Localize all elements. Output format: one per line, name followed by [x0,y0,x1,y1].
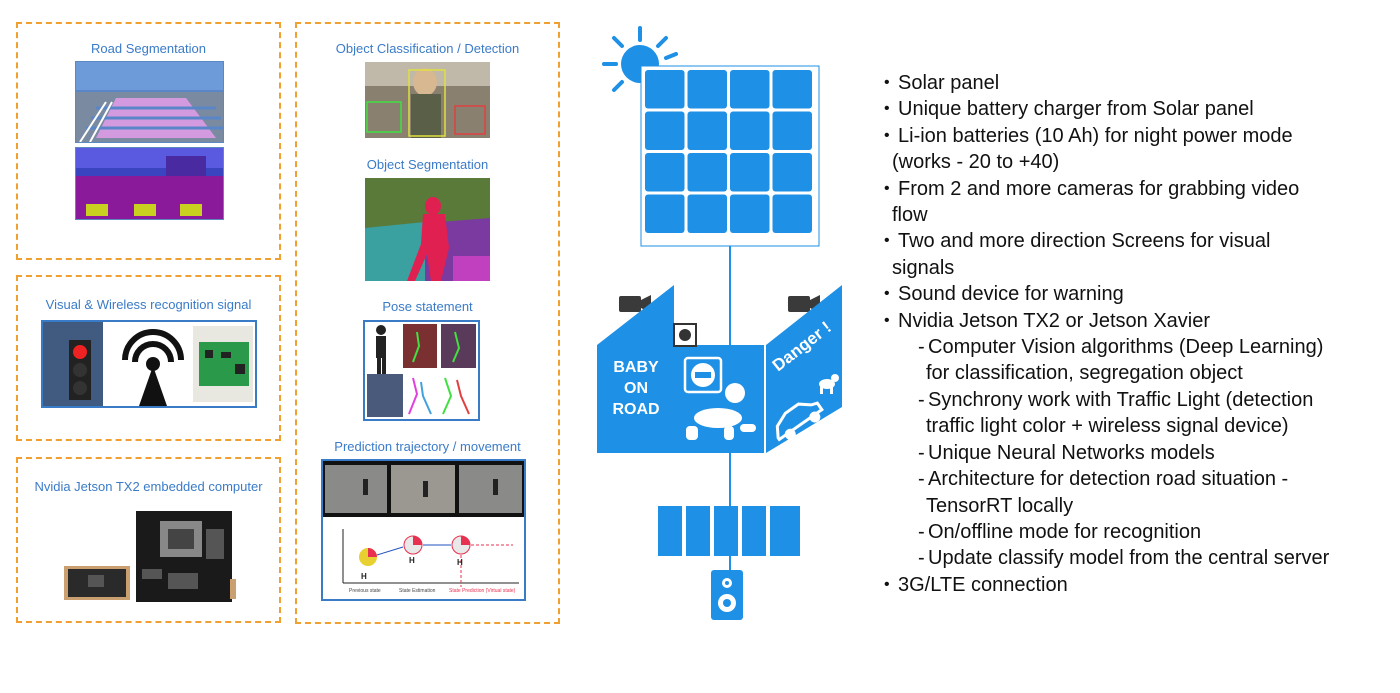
pose-image [363,320,480,421]
solar-cell [687,194,727,233]
prediction-caption: State Estimation [399,588,436,594]
list-item: Li-ion batteries (10 Ah) for night power… [884,123,1394,150]
panel-title: Prediction trajectory / movement [334,439,521,454]
solar-cell [730,194,770,233]
solar-cell [772,111,812,150]
list-item: From 2 and more cameras for grabbing vid… [884,176,1394,203]
visual-wireless-image [41,320,257,408]
speaker-icon [711,570,743,620]
list-item: Solar panel [884,70,1394,97]
solar-cell [687,111,727,150]
panel-title: Pose statement [382,299,473,314]
solar-cell [645,153,685,192]
object-segmentation-image [365,178,490,281]
road-segmentation-panel: Road Segmentation [16,22,281,260]
sign-text: BABY [613,359,659,376]
dog-icon [819,374,839,394]
jetson-board-image [64,509,239,604]
jetson-panel: Nvidia Jetson TX2 embedded computer [16,457,281,623]
list-item: Unique battery charger from Solar panel [884,96,1394,123]
sign-text: ROAD [612,401,659,418]
road-segmentation-image-bottom [75,147,224,220]
solar-cell [730,111,770,150]
panel-title: Nvidia Jetson TX2 embedded computer [34,479,263,494]
list-item: Sound device for warning [884,281,1394,308]
solar-cell [772,153,812,192]
list-item-text: Li-ion batteries (10 Ah) for night power… [898,124,1293,147]
sub-list-item-continuation: traffic light color + wireless signal de… [926,415,1289,438]
baby-icon [686,383,756,440]
sub-list-item-continuation: for classification, segregation object [926,362,1243,385]
sub-list-item: Computer Vision algorithms (Deep Learnin… [884,334,1394,361]
solar-cell [687,153,727,192]
prediction-caption: State Prediction (Virtual state) [449,588,516,594]
prediction-label: H [409,556,415,565]
prediction-label: H [361,572,367,581]
road-segmentation-image-top [75,61,224,143]
prediction-caption: Previous state [349,588,381,594]
solar-cell [730,70,770,109]
car-icon [775,401,824,442]
solar-cell [687,70,727,109]
sub-list-item: Unique Neural Networks models [884,440,1394,467]
vision-tasks-panel: Object Classification / Detection Object… [295,22,560,624]
sub-list-item: Update classify model from the central s… [884,545,1394,572]
solar-cell [645,70,685,109]
solar-cell [645,194,685,233]
wireless-signal-icon [122,329,184,363]
sign-text: ON [624,380,648,397]
visual-wireless-panel: Visual & Wireless recognition signal [16,275,281,441]
no-entry-icon [683,356,723,394]
solar-cell [772,194,812,233]
solar-cell [730,153,770,192]
solar-cell [645,111,685,150]
list-item-continuation: flow [892,204,928,227]
sub-list-item-continuation: TensorRT locally [926,494,1074,517]
panel-title: Visual & Wireless recognition signal [45,297,252,312]
list-item-continuation: signals [892,256,955,279]
object-classification-image [365,62,490,138]
sub-list-item: On/offline mode for recognition [884,519,1394,546]
list-item: Two and more direction Screens for visua… [884,228,1394,255]
panel-title: Road Segmentation [91,41,206,56]
panel-title: Object Classification / Detection [335,41,520,56]
sub-list-item: Synchrony work with Traffic Light (detec… [884,387,1394,414]
panel-title: Object Segmentation [366,157,489,172]
prediction-image: H H H Previous state State Estimation St… [321,459,526,601]
feature-list: Solar panel Unique battery charger from … [884,70,1394,599]
list-item-continuation: (works - 20 to +40) [892,151,1060,174]
device-illustration: BABY ON ROAD Danger ! [597,26,842,620]
list-item: Nvidia Jetson TX2 or Jetson Xavier [884,308,1394,335]
list-item: 3G/LTE connection [884,572,1394,599]
prediction-label: H [457,558,463,567]
sub-list-item: Architecture for detection road situatio… [884,466,1394,493]
battery-icon [658,506,800,556]
solar-cell [772,70,812,109]
